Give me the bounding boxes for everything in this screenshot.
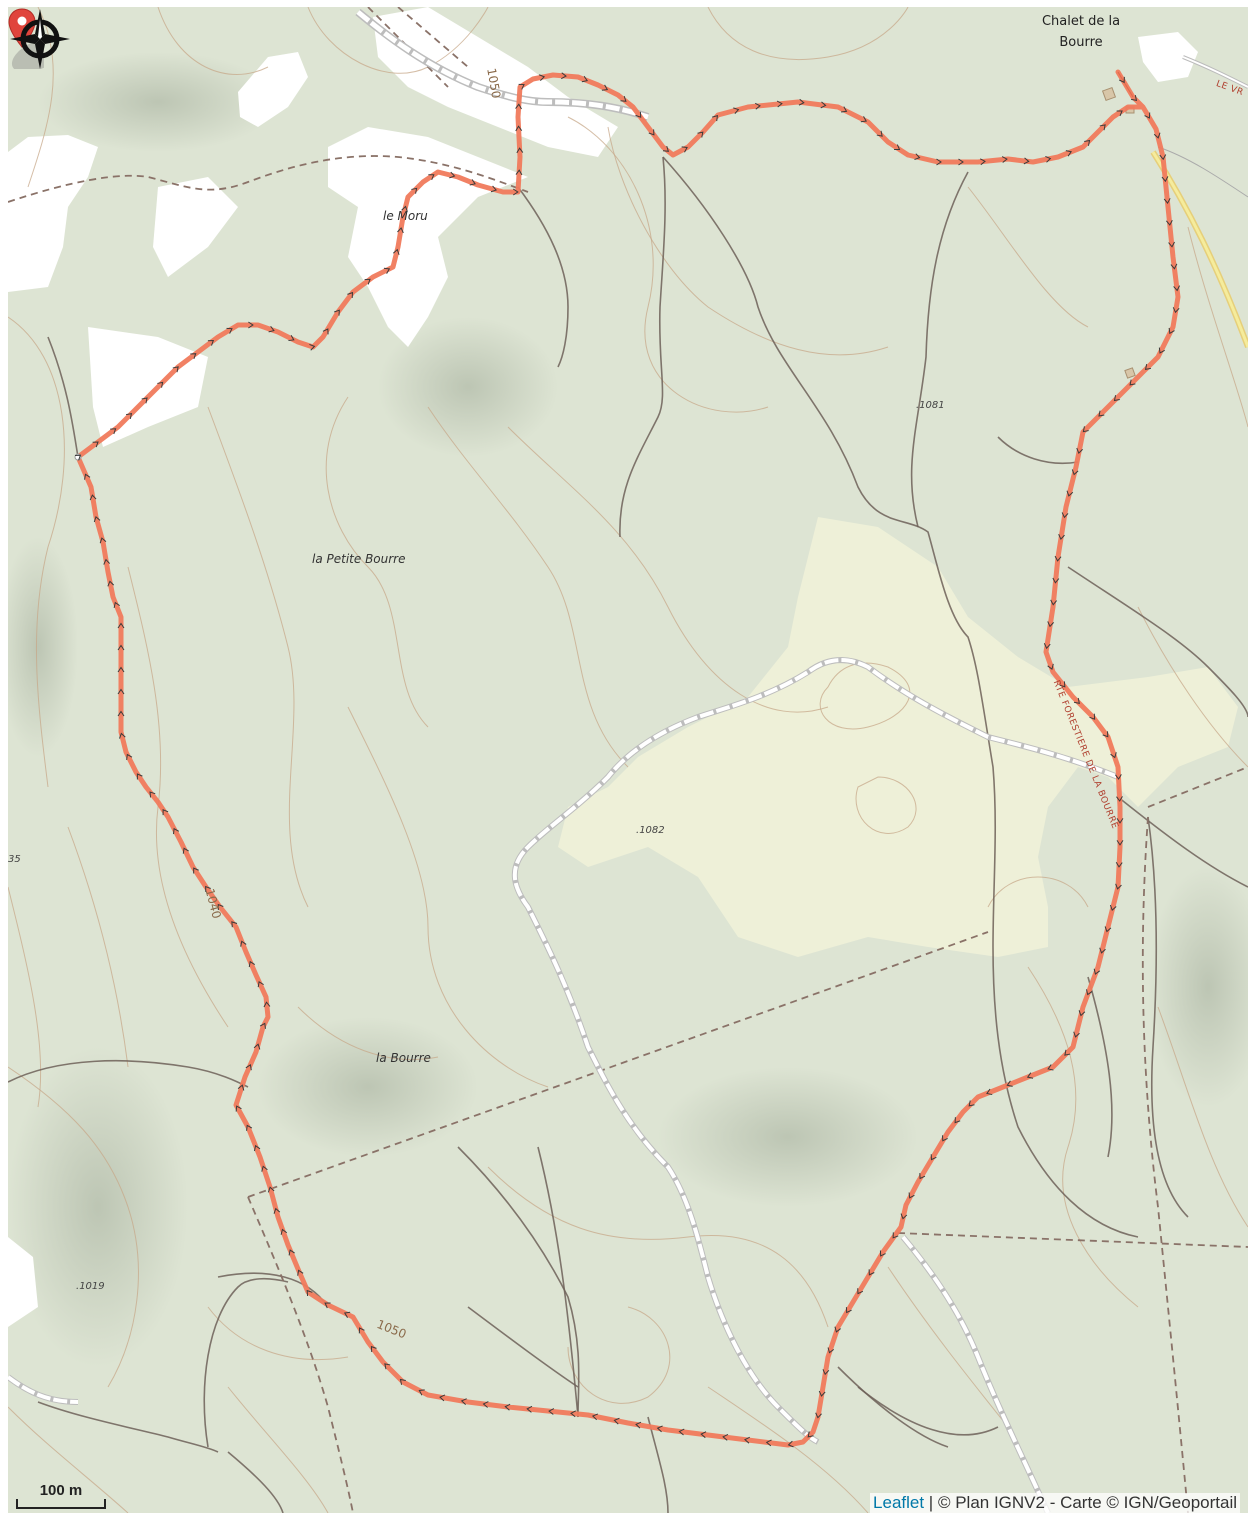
place-label-chalet-text: Chalet de la Bourre xyxy=(1041,14,1121,50)
compass-rose-icon[interactable] xyxy=(8,7,72,71)
boundary-lines xyxy=(8,7,1248,1513)
spot-height-1081-value: 1081 xyxy=(919,400,945,411)
meadow-area xyxy=(558,517,1238,957)
forest-roads xyxy=(8,8,1120,1513)
spot-height-1019: .1019 xyxy=(76,1281,105,1292)
attribution-credits: © Plan IGNV2 - Carte © IGN/Geoportail xyxy=(937,1493,1237,1512)
place-label-chalet: Chalet de la Bourre xyxy=(1026,11,1136,53)
attribution-separator: | xyxy=(924,1493,938,1512)
spot-height-1019-value: 1019 xyxy=(79,1281,105,1292)
spot-height-35: 35 xyxy=(8,854,21,865)
buildings xyxy=(1101,86,1136,379)
spot-height-1082: .1082 xyxy=(636,825,665,836)
map-attribution: Leaflet | © Plan IGNV2 - Carte © IGN/Geo… xyxy=(870,1493,1240,1513)
track-waypoint xyxy=(74,453,82,461)
hillshade xyxy=(8,52,1248,1367)
place-label-la-petite-bourre: la Petite Bourre xyxy=(312,552,406,566)
gpx-track-outline xyxy=(1117,71,1134,98)
scale-bar: 100 m xyxy=(16,1483,106,1509)
scale-bar-line: 100 m xyxy=(16,1483,106,1509)
leaflet-link[interactable]: Leaflet xyxy=(873,1493,925,1512)
spot-height-1082-value: 1082 xyxy=(639,825,665,836)
place-label-le-moru: le Moru xyxy=(383,209,428,223)
spot-height-1081: .1081 xyxy=(916,400,945,411)
map-canvas xyxy=(8,7,1248,1513)
clearings xyxy=(8,7,1198,1327)
map-view[interactable]: Chalet de la Bourre le Moru la Petite Bo… xyxy=(8,7,1248,1513)
place-label-la-bourre: la Bourre xyxy=(376,1051,431,1065)
trails xyxy=(8,156,1248,1513)
scale-bar-label: 100 m xyxy=(39,1482,83,1499)
